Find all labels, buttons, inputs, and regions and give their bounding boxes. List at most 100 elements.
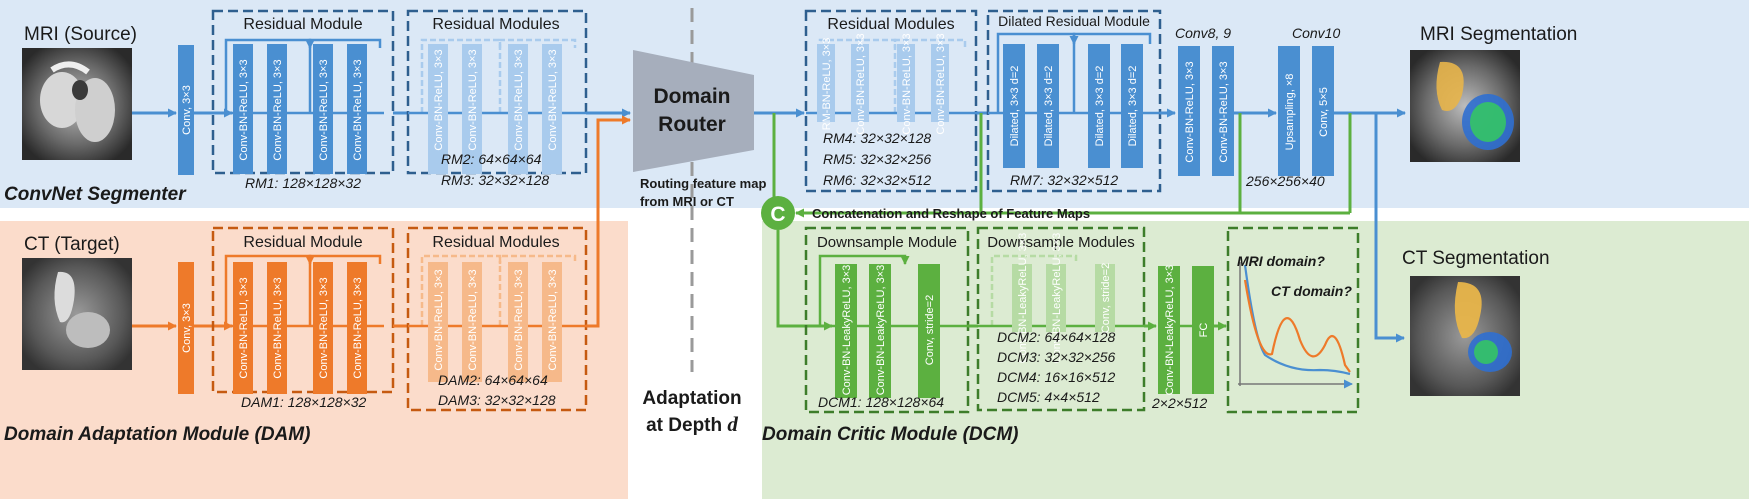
ct-target-image <box>22 258 132 370</box>
svg-text:Conv, 3×3: Conv, 3×3 <box>181 303 193 353</box>
svg-text:DCM5: 4×4×512: DCM5: 4×4×512 <box>997 389 1100 405</box>
svg-text:Downsample Module: Downsample Module <box>817 234 957 251</box>
mri-source-image <box>22 48 132 160</box>
svg-text:DCM1: 128×128×64: DCM1: 128×128×64 <box>818 394 944 410</box>
svg-text:Conv-BN-LeakyReLU, 3×3: Conv-BN-LeakyReLU, 3×3 <box>1017 233 1029 364</box>
svg-text:RM3: 32×32×128: RM3: 32×32×128 <box>441 172 549 188</box>
svg-text:Conv-BN-LeakyReLU, 3×3: Conv-BN-LeakyReLU, 3×3 <box>875 265 887 396</box>
svg-text:Conv-BN-LeakyReLU, 3×3: Conv-BN-LeakyReLU, 3×3 <box>841 265 853 396</box>
svg-text:Conv-BN-LeakyReLU, 3×3: Conv-BN-LeakyReLU, 3×3 <box>1051 233 1063 364</box>
mri-segmentation-label: MRI Segmentation <box>1420 24 1577 45</box>
svg-text:DAM2: 64×64×64: DAM2: 64×64×64 <box>438 372 548 388</box>
svg-text:Conv, stride=2: Conv, stride=2 <box>924 295 936 365</box>
svg-text:RM7: 32×32×512: RM7: 32×32×512 <box>1010 172 1118 188</box>
svg-text:RM-BN-ReLU, 3×3: RM-BN-ReLU, 3×3 <box>821 38 833 131</box>
mri-segmentation-image <box>1410 50 1520 162</box>
svg-text:Conv-BN-ReLU, 3×3: Conv-BN-ReLU, 3×3 <box>433 269 445 370</box>
conv10-block: Conv10 Upsampling, ×8 Conv, 5×5 256×256×… <box>1245 25 1340 189</box>
seg-to-ct-segmentation-arrow <box>1374 113 1405 343</box>
svg-text:Conv-BN-LeakyReLU, 3×3: Conv-BN-LeakyReLU, 3×3 <box>1164 265 1176 396</box>
concat-label: Concatenation and Reshape of Feature Map… <box>812 206 1090 221</box>
svg-text:Conv, stride=2: Conv, stride=2 <box>1100 263 1112 333</box>
svg-text:Conv-BN-ReLU, 3×3: Conv-BN-ReLU, 3×3 <box>547 269 559 370</box>
svg-text:Conv-BN-ReLU, 3×3: Conv-BN-ReLU, 3×3 <box>467 49 479 150</box>
ct-segmentation-label: CT Segmentation <box>1402 248 1550 269</box>
svg-text:Upsampling, ×8: Upsampling, ×8 <box>1284 74 1296 151</box>
mri-source-label: MRI (Source) <box>24 24 137 45</box>
svg-text:Conv-BN-ReLU, 3×3: Conv-BN-ReLU, 3×3 <box>238 59 250 160</box>
svg-text:Conv-BN-ReLU, 3×3: Conv-BN-ReLU, 3×3 <box>433 49 445 150</box>
rm1-module: Residual Module Conv-BN-ReLU, 3×3 Conv-B… <box>211 9 395 191</box>
svg-text:DCM3: 32×32×256: DCM3: 32×32×256 <box>997 349 1116 365</box>
segmenter-name: ConvNet Segmenter <box>4 184 187 205</box>
router-caption-2: from MRI or CT <box>640 194 734 209</box>
svg-text:Conv10: Conv10 <box>1292 25 1340 41</box>
conv89-block: Conv8, 9 Conv-BN-ReLU, 3×3 Conv-BN-ReLU,… <box>1175 25 1234 176</box>
svg-text:Conv-BN-ReLU, 3×3: Conv-BN-ReLU, 3×3 <box>513 269 525 370</box>
svg-text:Residual Module: Residual Module <box>243 16 362 33</box>
dcm-final-block: Conv-BN-LeakyReLU, 3×3 FC 2×2×512 <box>1151 265 1214 411</box>
dam-conv-block: Conv, 3×3 <box>178 262 194 394</box>
svg-text:Conv-BN-ReLU, 3×3: Conv-BN-ReLU, 3×3 <box>513 49 525 150</box>
svg-text:DAM3: 32×32×128: DAM3: 32×32×128 <box>438 392 556 408</box>
adaptation-label-2: at Depth d <box>646 412 738 436</box>
svg-text:2×2×512: 2×2×512 <box>1151 395 1207 411</box>
svg-text:Conv-BN-ReLU, 3×3: Conv-BN-ReLU, 3×3 <box>1184 61 1196 162</box>
svg-text:Conv, 3×3: Conv, 3×3 <box>181 85 193 135</box>
domain-output-plot: MRI domain? CT domain? <box>1226 226 1360 414</box>
svg-text:Conv-BN-ReLU, 3×3: Conv-BN-ReLU, 3×3 <box>272 277 284 378</box>
svg-text:Dilated, 3×3 d=2: Dilated, 3×3 d=2 <box>1043 66 1055 147</box>
svg-text:Conv8, 9: Conv8, 9 <box>1175 25 1231 41</box>
dam1-module: Residual Module Conv-BN-ReLU, 3×3 Conv-B… <box>211 226 395 410</box>
svg-text:Conv, 5×5: Conv, 5×5 <box>1318 87 1330 137</box>
svg-text:Conv-BN-ReLU, 3×3: Conv-BN-ReLU, 3×3 <box>1218 61 1230 162</box>
svg-text:256×256×40: 256×256×40 <box>1245 173 1325 189</box>
svg-text:Conv-BN-ReLU, 3×3: Conv-BN-ReLU, 3×3 <box>467 269 479 370</box>
ct-target-label: CT (Target) <box>24 234 120 255</box>
dcm-name: Domain Critic Module (DCM) <box>762 424 1019 445</box>
svg-text:Router: Router <box>658 113 726 136</box>
dam-name: Domain Adaptation Module (DAM) <box>4 424 310 445</box>
svg-text:Dilated Residual Module: Dilated Residual Module <box>998 13 1150 29</box>
dcm25-modules: Downsample Modules Conv-BN-LeakyReLU, 3×… <box>976 226 1146 412</box>
svg-text:C: C <box>770 203 785 226</box>
svg-text:Residual Modules: Residual Modules <box>432 16 559 33</box>
ct-segmentation-image <box>1410 276 1520 396</box>
dcm1-module: Downsample Module Conv-BN-LeakyReLU, 3×3… <box>804 226 970 414</box>
svg-text:Conv-BN-ReLU, 3×3: Conv-BN-ReLU, 3×3 <box>855 33 867 134</box>
svg-text:MRI domain?: MRI domain? <box>1237 253 1325 269</box>
svg-text:RM4: 32×32×128: RM4: 32×32×128 <box>823 130 931 146</box>
svg-text:DCM2: 64×64×128: DCM2: 64×64×128 <box>997 329 1116 345</box>
svg-text:Dilated, 3×3 d=2: Dilated, 3×3 d=2 <box>1127 66 1139 147</box>
svg-text:CT domain?: CT domain? <box>1271 283 1352 299</box>
rm7-module: Dilated Residual Module Dilated, 3×3 d=2… <box>986 9 1162 193</box>
svg-text:Conv-BN-ReLU, 3×3: Conv-BN-ReLU, 3×3 <box>901 33 913 134</box>
router-caption-1: Routing feature map <box>640 176 766 191</box>
svg-text:Domain: Domain <box>653 85 730 108</box>
concat-node: C <box>761 196 795 230</box>
svg-text:Residual Modules: Residual Modules <box>827 16 954 33</box>
rm456-modules: Residual Modules RM-BN-ReLU, 3×3 Conv-BN… <box>804 9 978 193</box>
svg-text:RM1: 128×128×32: RM1: 128×128×32 <box>245 175 361 191</box>
dam-to-router-arrow <box>586 115 631 328</box>
svg-text:Conv-BN-ReLU, 3×3: Conv-BN-ReLU, 3×3 <box>547 49 559 150</box>
svg-text:Dilated, 3×3 d=2: Dilated, 3×3 d=2 <box>1094 66 1106 147</box>
svg-text:Conv-BN-ReLU, 3×3: Conv-BN-ReLU, 3×3 <box>352 59 364 160</box>
svg-text:DCM4: 16×16×512: DCM4: 16×16×512 <box>997 369 1116 385</box>
adaptation-label-1: Adaptation <box>642 388 741 409</box>
svg-text:Conv-BN-ReLU, 3×3: Conv-BN-ReLU, 3×3 <box>352 277 364 378</box>
svg-text:Conv-BN-ReLU, 3×3: Conv-BN-ReLU, 3×3 <box>238 277 250 378</box>
dam23-modules: Residual Modules Conv-BN-ReLU, 3×3 Conv-… <box>406 226 588 412</box>
svg-text:Conv-BN-ReLU, 3×3: Conv-BN-ReLU, 3×3 <box>318 59 330 160</box>
svg-text:FC: FC <box>1198 323 1210 338</box>
svg-text:RM2: 64×64×64: RM2: 64×64×64 <box>441 151 542 167</box>
svg-text:Conv-BN-ReLU, 3×3: Conv-BN-ReLU, 3×3 <box>935 33 947 134</box>
svg-text:Downsample Modules: Downsample Modules <box>987 234 1135 251</box>
svg-text:Conv-BN-ReLU, 3×3: Conv-BN-ReLU, 3×3 <box>318 277 330 378</box>
domain-router: Domain Router <box>633 50 754 172</box>
svg-text:Dilated, 3×3 d=2: Dilated, 3×3 d=2 <box>1009 66 1021 147</box>
seg-conv-block: Conv, 3×3 <box>178 45 194 175</box>
svg-text:Residual Modules: Residual Modules <box>432 234 559 251</box>
svg-text:Residual Module: Residual Module <box>243 234 362 251</box>
